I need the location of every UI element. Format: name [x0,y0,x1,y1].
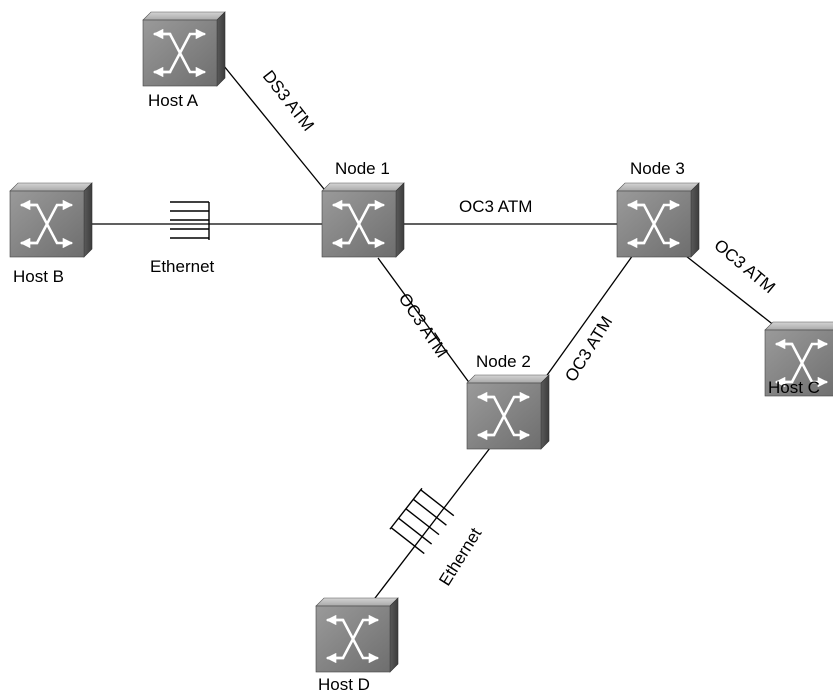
link-node-1-node-2 [377,257,477,393]
link-label-oc3-atm-1-2: OC3 ATM [395,290,452,361]
link-label-ethernet-d: Ethernet [435,524,485,589]
host-a-label: Host A [148,91,199,110]
host-b-label: Host B [13,267,64,286]
ethernet-icon [389,487,455,555]
host-c-label: Host C [768,378,820,397]
atm-switch-icon [10,183,92,257]
host-d-label: Host D [318,675,370,694]
link-node-2-node-3 [534,254,634,393]
link-node-2-host-d [371,447,491,603]
ethernet-icon [170,201,210,240]
links [85,54,781,603]
node-1-switch[interactable] [322,183,404,257]
atm-switch-icon [143,12,225,86]
link-label-oc3-atm-1-3: OC3 ATM [459,197,532,216]
atm-switch-icon [467,375,549,449]
node-3-label: Node 3 [630,159,685,178]
atm-switch-icon [316,598,398,672]
link-label-oc3-atm-2-3: OC3 ATM [561,313,616,385]
link-node-3-host-c [685,255,781,331]
link-label-oc3-atm-3-c: OC3 ATM [710,236,778,298]
link-label-ethernet-b: Ethernet [150,257,215,276]
host-b-switch[interactable] [10,183,92,257]
node-1-label: Node 1 [335,159,390,178]
node-3-switch[interactable] [617,183,699,257]
host-a-switch[interactable] [143,12,225,86]
node-2-label: Node 2 [476,352,531,371]
atm-switch-icon [322,183,404,257]
host-d-switch[interactable] [316,598,398,672]
link-host-a-node-1 [214,54,338,206]
atm-switch-icon [617,183,699,257]
node-2-switch[interactable] [467,375,549,449]
link-label-ds3-atm: DS3 ATM [259,67,318,135]
